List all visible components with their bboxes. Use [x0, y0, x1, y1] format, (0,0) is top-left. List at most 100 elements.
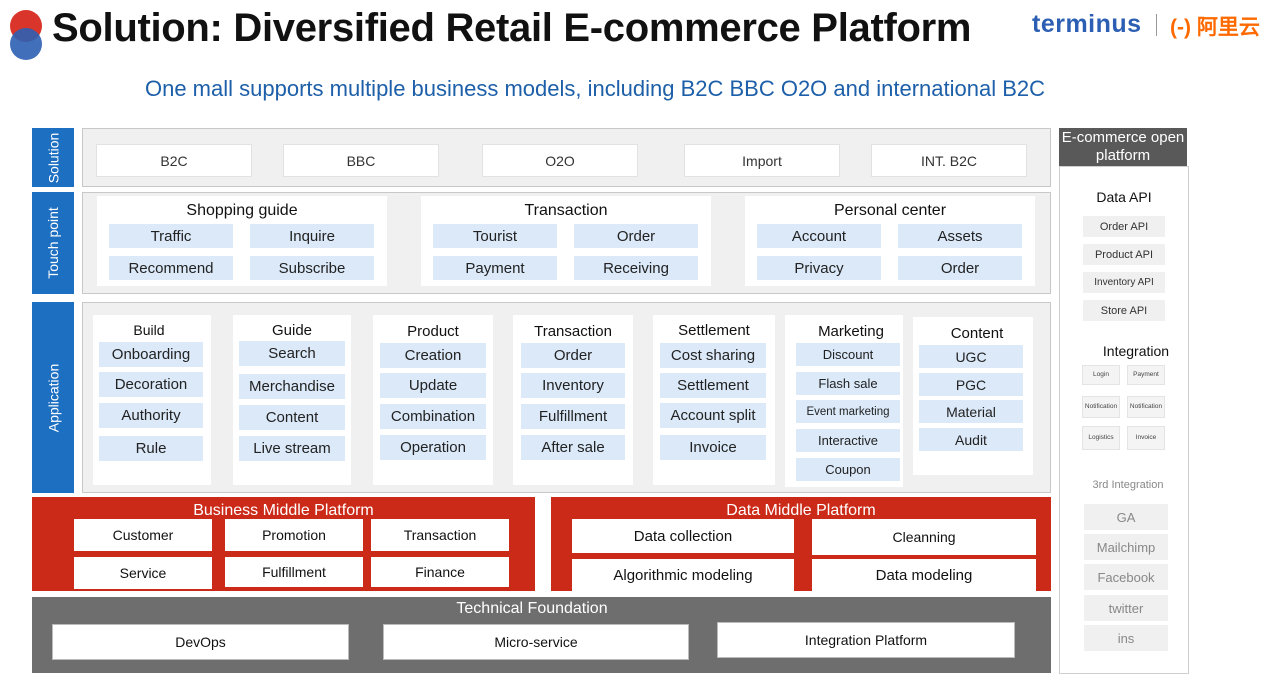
integration-item: Logistics — [1082, 426, 1120, 450]
third-item: ins — [1084, 625, 1168, 651]
tech-item: DevOps — [52, 624, 349, 660]
app-col-title: Transaction — [534, 323, 612, 340]
app-col-title: Settlement — [678, 322, 750, 339]
touch-item: Subscribe — [250, 256, 374, 280]
bmp-item: Fulfillment — [225, 557, 363, 587]
technical-title: Technical Foundation — [456, 600, 608, 617]
touch-item: Receiving — [574, 256, 698, 280]
touch-item: Inquire — [250, 224, 374, 248]
open-platform-title: E-commerce open platform — [1059, 128, 1187, 166]
app-item: Operation — [380, 435, 486, 460]
app-item: UGC — [919, 345, 1023, 368]
solution-import: Import — [684, 144, 840, 177]
solution-panel: B2C BBC O2O Import INT. B2C — [82, 128, 1051, 187]
integration-item: Notification — [1127, 396, 1165, 418]
app-item: Audit — [919, 428, 1023, 451]
tech-item: Micro-service — [383, 624, 689, 660]
aliyun-logo: (-) 阿里云 — [1170, 16, 1260, 39]
touch-item: Assets — [898, 224, 1022, 248]
bmp-item: Finance — [371, 557, 509, 587]
third-integration-title: 3rd Integration — [1092, 479, 1164, 491]
app-item: Coupon — [796, 458, 900, 481]
page-title: Solution: Diversified Retail E-commerce … — [52, 6, 972, 50]
api-item: Order API — [1083, 216, 1165, 237]
app-item: Account split — [660, 403, 766, 428]
app-item: Onboarding — [99, 342, 203, 367]
group-title: Shopping guide — [186, 202, 298, 219]
solution-int-b2c: INT. B2C — [871, 144, 1027, 177]
dmp-item: Algorithmic modeling — [572, 559, 794, 591]
application-panel: Build Onboarding Decoration Authority Ru… — [82, 302, 1051, 493]
app-col-guide: Guide Search Merchandise Content Live st… — [233, 315, 351, 485]
dmp-item: Cleanning — [812, 519, 1036, 555]
app-item: Rule — [99, 436, 203, 461]
app-item: Flash sale — [796, 372, 900, 395]
touch-item: Recommend — [109, 256, 233, 280]
third-item: twitter — [1084, 595, 1168, 621]
app-item: Cost sharing — [660, 343, 766, 368]
app-col-title: Guide — [271, 322, 313, 339]
page-subtitle: One mall supports multiple business mode… — [144, 76, 1045, 101]
app-item: Interactive — [796, 429, 900, 452]
touch-item: Payment — [433, 256, 557, 280]
open-platform-panel: Data API Order API Product API Inventory… — [1059, 166, 1189, 674]
integration-item: Invoice — [1127, 426, 1165, 450]
solution-label: Solution — [32, 128, 74, 187]
dmp-item: Data collection — [572, 519, 794, 553]
app-item: Settlement — [660, 373, 766, 398]
app-col-title: Content — [950, 325, 1004, 342]
group-title: Personal center — [833, 202, 947, 219]
bmp-item: Customer — [74, 519, 212, 551]
app-col-title: Product — [407, 323, 459, 340]
touch-item: Privacy — [757, 256, 881, 280]
app-item: Merchandise — [239, 374, 345, 399]
logo-blue-dot — [10, 28, 42, 60]
app-item: Update — [380, 373, 486, 398]
app-item: Creation — [380, 343, 486, 368]
app-col-content: Content UGC PGC Material Audit — [913, 317, 1033, 475]
tech-item: Integration Platform — [717, 622, 1015, 658]
touch-item: Order — [898, 256, 1022, 280]
data-middle-platform: Data Middle Platform Data collection Cle… — [551, 497, 1051, 591]
app-col-title: Marketing — [818, 323, 884, 340]
api-item: Product API — [1083, 244, 1165, 265]
touch-group-personal-center: Personal center Account Assets Privacy O… — [745, 196, 1035, 286]
business-middle-title: Business Middle Platform — [193, 502, 374, 519]
technical-foundation: Technical Foundation DevOps Micro-servic… — [32, 597, 1051, 673]
api-item: Inventory API — [1083, 272, 1165, 293]
dmp-item: Data modeling — [812, 559, 1036, 591]
app-item: PGC — [919, 373, 1023, 396]
app-col-title: Build — [133, 322, 165, 338]
integration-title: Integration — [1102, 343, 1170, 359]
bmp-item: Transaction — [371, 519, 509, 551]
app-item: Material — [919, 400, 1023, 423]
app-item: Discount — [796, 343, 900, 366]
application-label: Application — [32, 302, 74, 493]
third-item: Facebook — [1084, 564, 1168, 590]
bmp-item: Promotion — [225, 519, 363, 551]
app-item: Search — [239, 341, 345, 366]
touch-group-transaction: Transaction Tourist Order Payment Receiv… — [421, 196, 711, 286]
business-middle-platform: Business Middle Platform Customer Promot… — [32, 497, 535, 591]
touch-item: Traffic — [109, 224, 233, 248]
touch-item: Tourist — [433, 224, 557, 248]
integration-item: Payment — [1127, 365, 1165, 385]
app-col-marketing: Marketing Discount Flash sale Event mark… — [785, 315, 903, 487]
solution-bbc: BBC — [283, 144, 439, 177]
touch-item: Account — [757, 224, 881, 248]
app-col-settlement: Settlement Cost sharing Settlement Accou… — [653, 315, 775, 485]
touch-group-shopping-guide: Shopping guide Traffic Inquire Recommend… — [97, 196, 387, 286]
app-col-product: Product Creation Update Combination Oper… — [373, 315, 493, 485]
touch-point-panel: Shopping guide Traffic Inquire Recommend… — [82, 192, 1051, 294]
bmp-item: Service — [74, 557, 212, 589]
app-col-build: Build Onboarding Decoration Authority Ru… — [93, 315, 211, 485]
app-item: After sale — [521, 435, 625, 460]
touch-item: Order — [574, 224, 698, 248]
app-item: Authority — [99, 403, 203, 428]
terminus-logo: terminus — [1032, 10, 1142, 38]
data-api-title: Data API — [1096, 189, 1152, 205]
integration-item: Notification — [1082, 396, 1120, 418]
touch-point-label: Touch point — [32, 192, 74, 294]
app-item: Inventory — [521, 373, 625, 398]
app-item: Content — [239, 405, 345, 430]
